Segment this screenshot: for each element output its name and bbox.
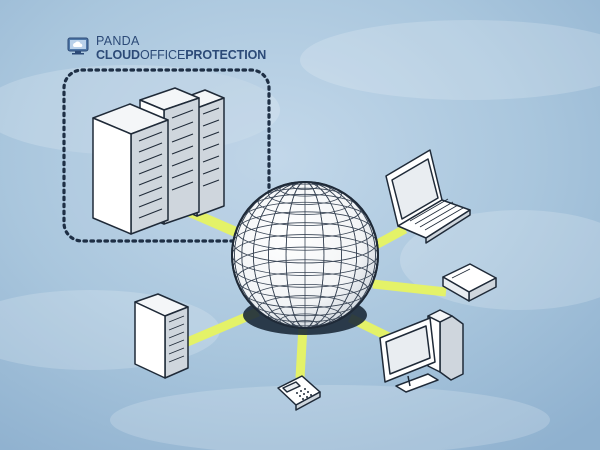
brand-name: PANDA: [96, 34, 140, 48]
product-name-cloud: CLOUD: [96, 48, 140, 62]
server-rack-icon: [93, 88, 224, 234]
cloud-monitor-icon: [67, 37, 89, 55]
product-name-protection: PROTECTION: [185, 48, 266, 62]
product-name: CLOUDOFFICEPROTECTION: [96, 48, 266, 62]
globe-icon: [232, 182, 378, 328]
tower-server-icon: [135, 294, 188, 378]
product-name-office: OFFICE: [140, 48, 185, 62]
